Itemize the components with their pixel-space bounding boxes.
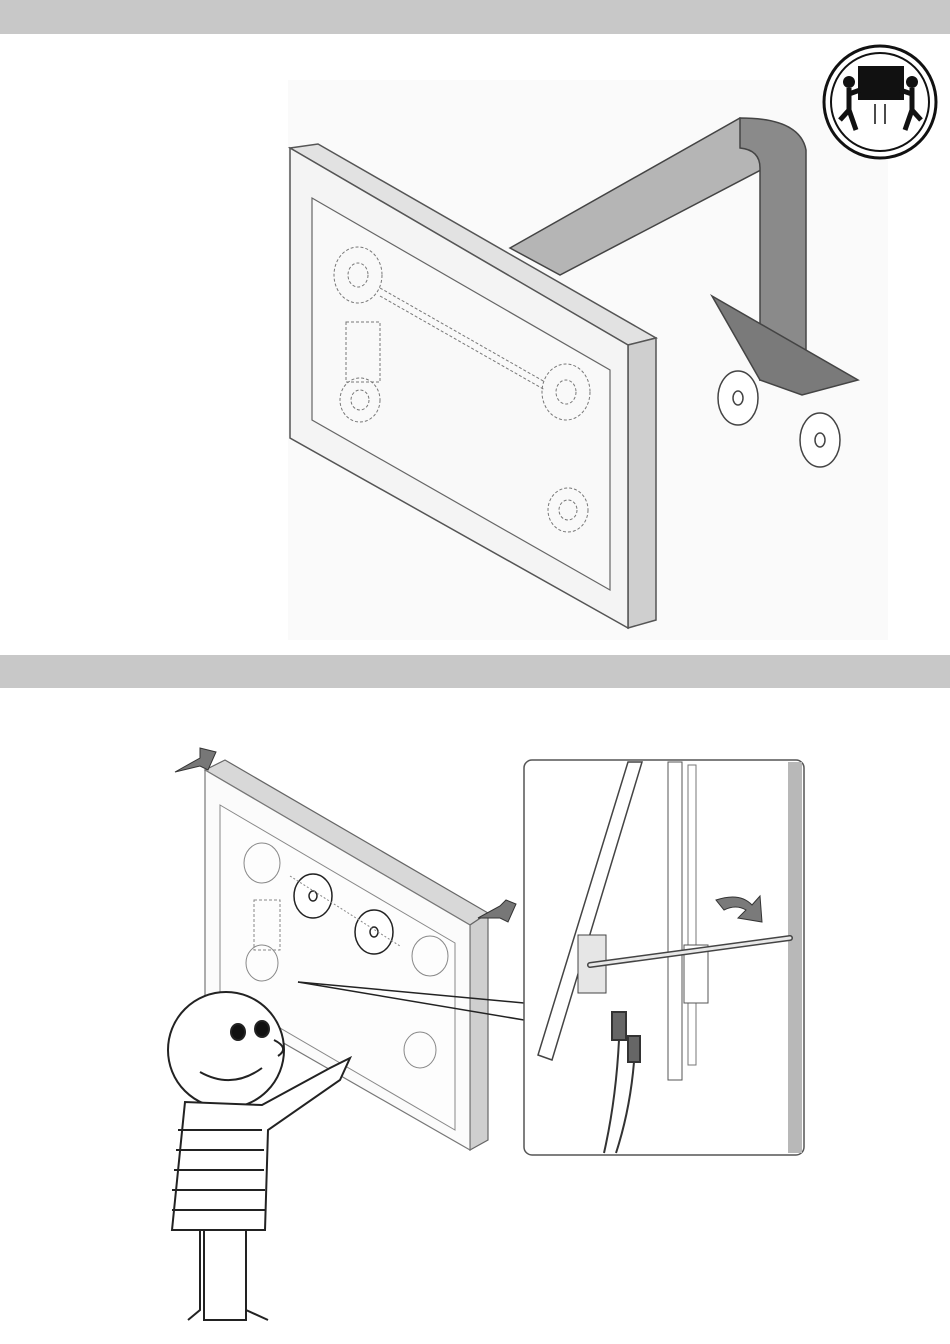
step-2-illustration — [0, 688, 950, 1344]
section-header-bar — [0, 655, 950, 688]
step-1-illustration — [0, 0, 950, 655]
two-person-lift-icon — [824, 46, 936, 158]
detail-inset — [524, 760, 804, 1155]
